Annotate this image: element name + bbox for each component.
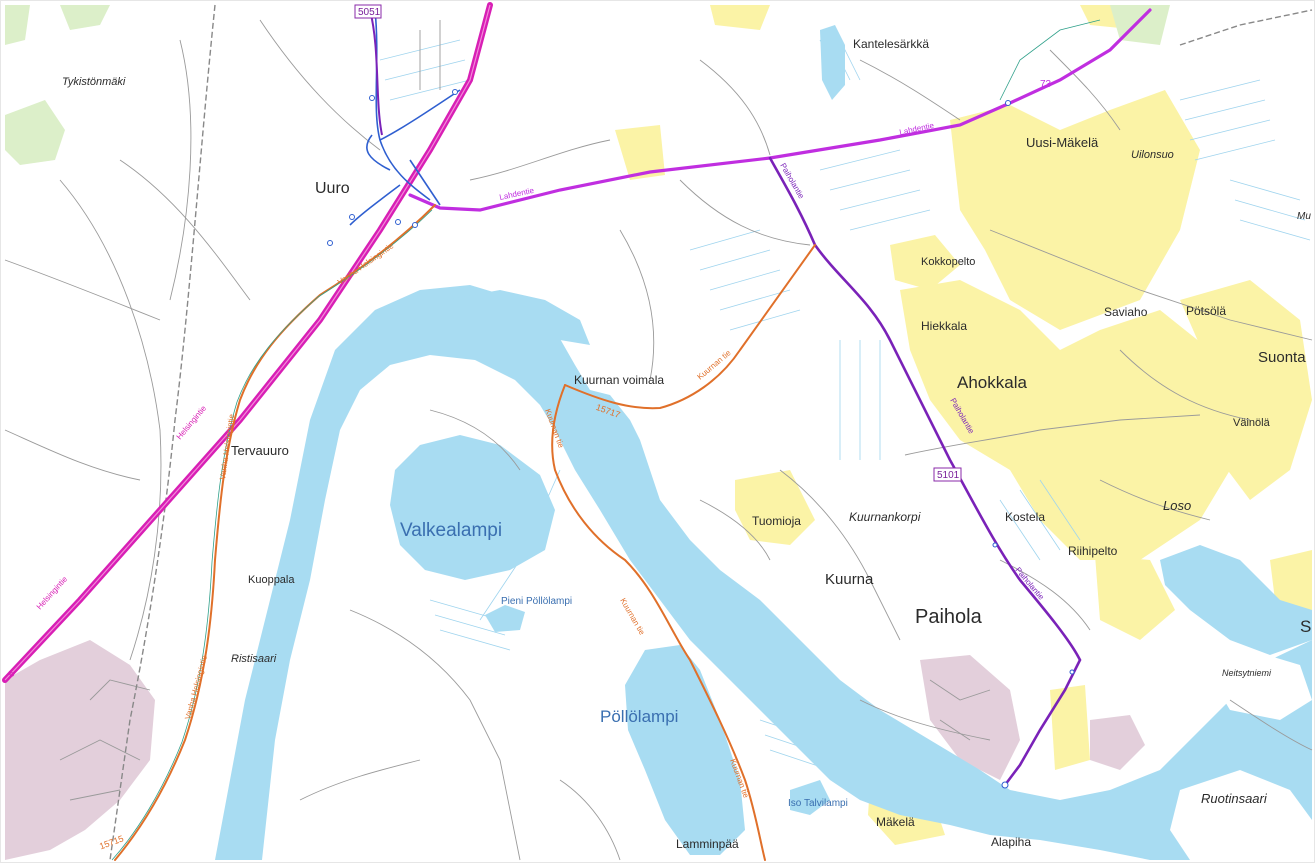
local-roads [114,204,816,861]
place-labels: Uuro Kantelesärkkä Uusi-Mäkelä Uilonsuo … [62,37,1311,851]
label-kuoppala: Kuoppala [248,574,295,586]
label-riihipelto: Riihipelto [1068,544,1118,558]
ditch-lines [379,39,1311,771]
label-hiekkala: Hiekkala [921,319,967,333]
label-potsola: Pötsölä [1186,304,1226,318]
label-kantelesarkka: Kantelesärkkä [853,37,929,51]
label-neitsytniemi: Neitsytniemi [1222,668,1272,678]
label-lamminpaa: Lamminpää [676,837,739,851]
label-alapiha: Alapiha [991,835,1031,849]
label-uuro: Uuro [315,180,350,197]
junction-nodes [327,89,1075,789]
label-uusi-makela: Uusi-Mäkelä [1026,135,1099,150]
label-vainola: Väinölä [1233,417,1271,429]
label-kuurna: Kuurna [825,571,874,588]
label-paihola: Paihola [915,606,983,628]
label-valkealampi: Valkealampi [400,520,502,541]
svg-text:5051: 5051 [358,7,381,18]
label-kokkopelto: Kokkopelto [921,256,975,268]
road-shield-5051: 5051 [354,4,382,19]
lake-valkealampi [390,435,555,580]
label-ahokkala: Ahokkala [957,373,1027,392]
label-s: S [1300,617,1311,636]
label-suonta: Suonta [1258,349,1306,366]
label-ristisaari: Ristisaari [231,653,277,665]
label-uilonsuo: Uilonsuo [1131,149,1174,161]
label-pollolampi: Pöllölampi [600,707,678,726]
islands [1170,650,1312,860]
water-labels: Valkealampi Pieni Pöllölampi Pöllölampi … [400,520,848,809]
label-pieni-pollolampi: Pieni Pöllölampi [501,596,572,607]
lake-pieni-pollolampi [485,605,525,632]
label-tykistonmaki: Tykistönmäki [62,76,126,88]
road-shield-73: 73 [1040,79,1052,90]
label-ruotinsaari: Ruotinsaari [1201,791,1268,806]
label-kuurnankorpi: Kuurnankorpi [849,510,921,524]
label-makela: Mäkelä [876,815,915,829]
lake-iso-talvilampi [790,780,830,815]
road-shield-5101: 5101 [933,467,962,482]
railway [109,4,1313,861]
svg-text:6: 6 [6,668,17,679]
label-mu: Mu [1297,211,1311,222]
svg-text:5101: 5101 [937,470,960,481]
label-tervauuro: Tervauuro [231,443,289,458]
label-iso-talvilampi: Iso Talvilampi [788,798,848,809]
road-shield-6: 6 [6,668,17,679]
regional-road-5051 [369,9,383,136]
label-loso: Loso [1163,498,1191,513]
label-kuurnan-voimala: Kuurnan voimala [574,373,664,387]
label-saviaho: Saviaho [1104,305,1148,319]
label-tuomioja: Tuomioja [752,514,801,528]
lake-pollolampi [625,645,745,855]
minor-roads [4,19,1313,861]
label-kostela: Kostela [1005,510,1045,524]
main-road-73 [408,8,1152,212]
svg-text:73: 73 [1040,79,1052,90]
